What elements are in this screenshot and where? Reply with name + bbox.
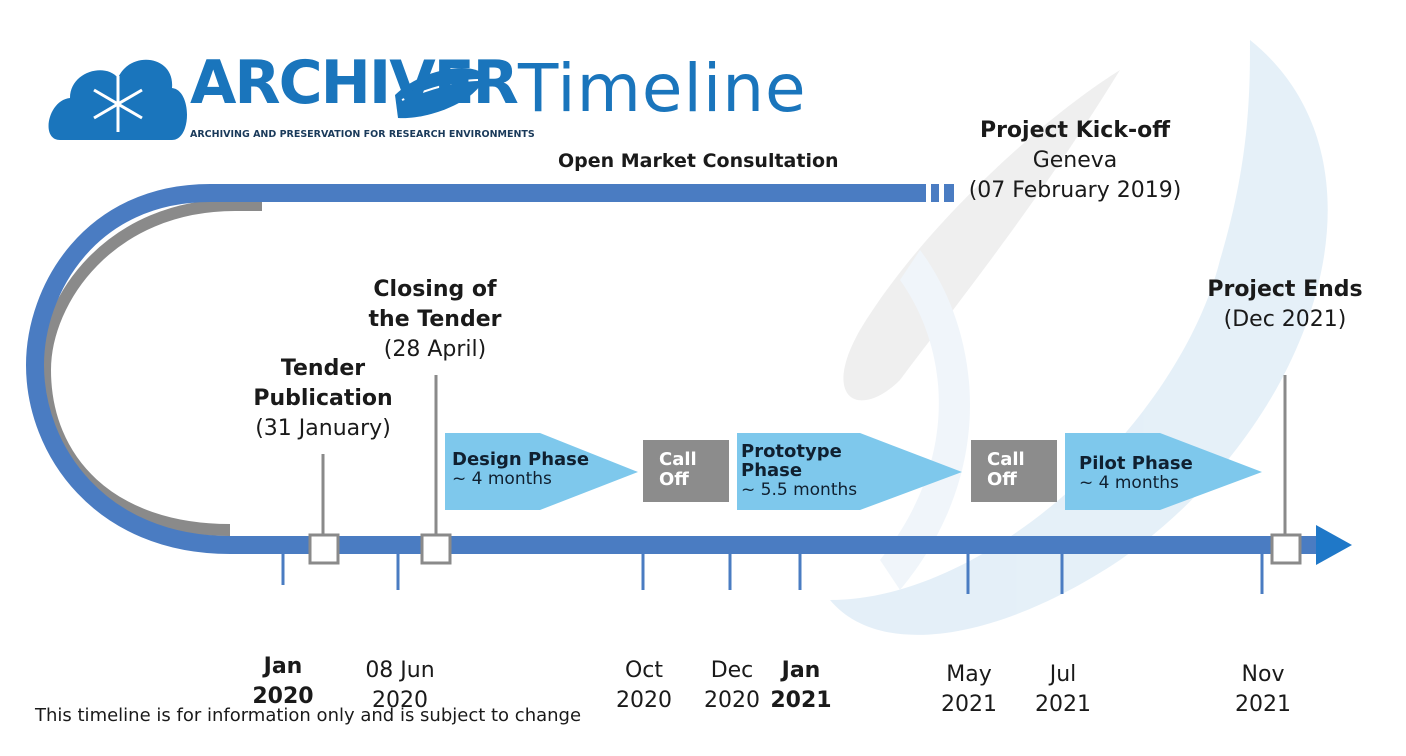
calloff-box: Call Off [971, 440, 1057, 502]
prototype-phase-duration: ~ 5.5 months [741, 480, 858, 500]
logo-subtitle: ARCHIVING AND PRESERVATION FOR RESEARCH … [190, 129, 535, 140]
design-phase-duration: ~ 4 months [452, 469, 552, 489]
tender-close-line2: the Tender [368, 307, 502, 332]
date-year: 2020 [616, 688, 672, 713]
end-marker [1270, 533, 1302, 565]
prototype-phase-title: Prototype Phase [741, 441, 842, 481]
date-year: 2021 [941, 692, 997, 717]
pilot-phase-title: Pilot Phase [1079, 453, 1193, 474]
date-month: Oct [624, 658, 664, 683]
date-label: Jan 2020 [233, 592, 333, 742]
kickoff-title: Project Kick-off [979, 118, 1171, 143]
date-year: 2021 [770, 688, 832, 713]
pilot-phase-arrow [1065, 433, 1262, 510]
design-phase-arrow [445, 433, 638, 510]
timeline-arrowhead [1316, 525, 1352, 565]
tender-pub-label: Tender Publication (31 January) [243, 354, 403, 444]
end-label: Project Ends (Dec 2021) [1200, 275, 1370, 335]
cloud-logo-icon [48, 59, 187, 140]
logo-ribbon-icon [395, 67, 485, 119]
kickoff-label: Project Kick-off Geneva (07 February 201… [960, 116, 1190, 206]
tender-close-date: (28 April) [383, 337, 487, 362]
tender-pub-line2: Publication [253, 386, 393, 411]
design-phase-title: Design Phase [452, 449, 590, 470]
tender-pub-line1: Tender [280, 356, 366, 381]
tender-close-marker [420, 533, 452, 565]
market-consultation-label: Open Market Consultation [558, 150, 839, 172]
date-label: Jul 2021 [1013, 600, 1113, 750]
pilot-phase-label: Pilot Phase ~ 4 months [1079, 454, 1193, 493]
date-year: 2020 [704, 688, 760, 713]
date-month: Jul [1049, 662, 1077, 687]
design-phase-label: Design Phase ~ 4 months [452, 450, 589, 489]
dash-segment [931, 184, 939, 202]
shadow-arc [38, 199, 262, 536]
date-label: Oct 2020 [594, 596, 694, 746]
date-label: Dec 2020 [682, 596, 782, 746]
prototype-phase-arrow [737, 433, 962, 510]
date-year: 2021 [1035, 692, 1091, 717]
kickoff-date: (07 February 2019) [968, 178, 1182, 203]
date-year: 2020 [372, 688, 428, 713]
date-label: May 2021 [919, 600, 1019, 750]
date-year: 2020 [252, 684, 314, 709]
date-month: Jan [781, 658, 821, 683]
prototype-phase-label: Prototype Phase ~ 5.5 months [741, 441, 858, 500]
date-month: Dec [710, 658, 754, 683]
dash-segment [944, 184, 954, 202]
dash-segment [918, 184, 926, 202]
tender-close-line1: Closing of [373, 277, 497, 302]
tender-pub-date: (31 January) [255, 416, 391, 441]
disclaimer-text: This timeline is for information only an… [35, 705, 582, 726]
date-label: 08 Jun 2020 [345, 596, 455, 746]
tender-close-label: Closing of the Tender (28 April) [355, 275, 515, 365]
date-label: Nov 2021 [1213, 600, 1313, 750]
logo-wordmark: ARCHIVER [190, 48, 519, 118]
end-date: (Dec 2021) [1223, 307, 1347, 332]
tender-pub-marker [308, 533, 340, 565]
end-title: Project Ends [1207, 277, 1363, 302]
pilot-phase-duration: ~ 4 months [1079, 473, 1179, 493]
timeline-loop [25, 184, 1320, 554]
date-month: 08 Jun [365, 658, 435, 683]
kickoff-place: Geneva [1032, 148, 1118, 173]
calloff-box: Call Off [643, 440, 729, 502]
date-label: Jan 2021 [751, 596, 851, 746]
date-month: Nov [1241, 662, 1285, 687]
date-month: Jan [263, 654, 303, 679]
date-year: 2021 [1235, 692, 1291, 717]
snowflake-icon [93, 76, 143, 132]
date-month: May [946, 662, 992, 687]
page-title: Timeline [518, 50, 807, 127]
